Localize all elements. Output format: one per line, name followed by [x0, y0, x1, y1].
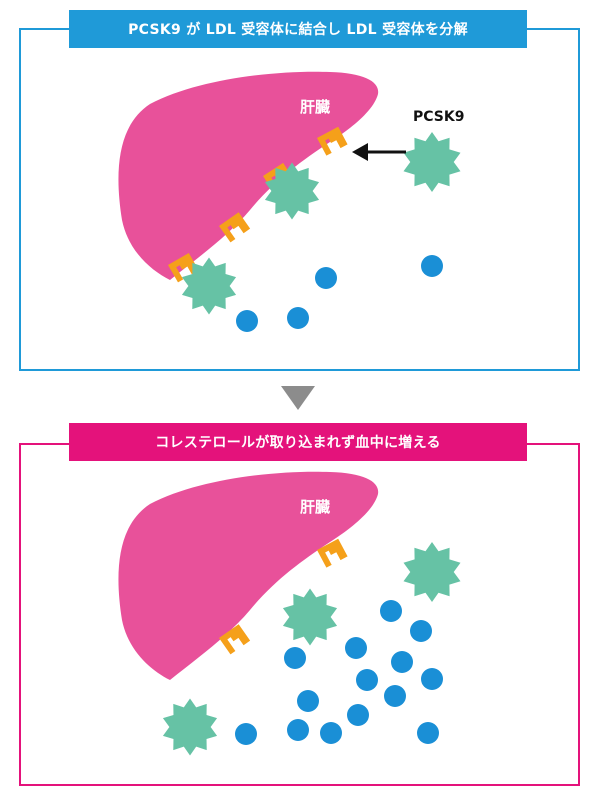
top-scene: 肝臓 PCSK9: [118, 71, 464, 332]
ldl-particle: [297, 690, 319, 712]
ldl-particle: [345, 637, 367, 659]
ldl-particle: [421, 255, 443, 277]
ldl-particle: [356, 669, 378, 691]
ldl-particle: [380, 600, 402, 622]
liver-shape: [118, 471, 379, 680]
ldl-particle: [417, 722, 439, 744]
pcsk9-protein: [282, 588, 338, 646]
ldl-particle: [287, 719, 309, 741]
ldl-particle: [235, 723, 257, 745]
ldl-particle: [320, 722, 342, 744]
top-panel-banner: PCSK9 が LDL 受容体に結合し LDL 受容体を分解: [69, 10, 527, 48]
bottom-scene: 肝臓: [118, 471, 461, 756]
ldl-particle: [315, 267, 337, 289]
ldl-particle: [236, 310, 258, 332]
binding-arrow: [352, 143, 406, 161]
ldl-particle: [391, 651, 413, 673]
ldl-particle: [347, 704, 369, 726]
pcsk9-protein: [162, 698, 218, 756]
bottom-panel-banner: コレステロールが取り込まれず血中に増える: [69, 423, 527, 461]
pcsk9-protein: [403, 132, 461, 192]
pcsk9-label: PCSK9: [413, 109, 464, 125]
liver-shape: [118, 71, 379, 280]
ldl-particle: [410, 620, 432, 642]
ldl-particle: [384, 685, 406, 707]
liver-label: 肝臓: [300, 498, 330, 516]
ldl-particle: [284, 647, 306, 669]
ldl-particle: [287, 307, 309, 329]
down-arrow-icon: [281, 386, 315, 410]
ldl-particle: [421, 668, 443, 690]
pcsk9-protein: [403, 542, 461, 602]
liver-label: 肝臓: [300, 98, 330, 116]
